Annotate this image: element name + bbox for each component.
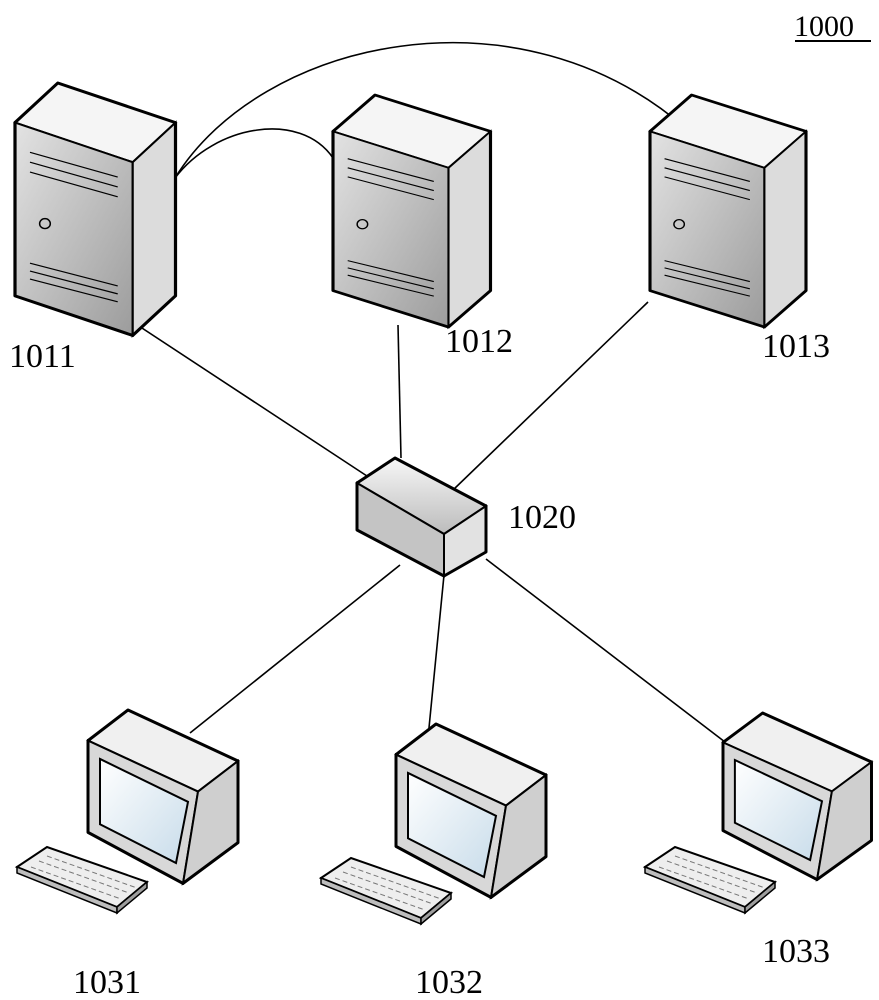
- link-1011-1013: [174, 41, 691, 179]
- terminal-1032: [320, 722, 548, 925]
- link-1013-1020: [452, 301, 649, 491]
- terminal-label-1031: 1031: [73, 964, 141, 1000]
- link-1012-1020: [397, 324, 402, 459]
- keyboard-1033: [644, 846, 776, 914]
- switch-1020: [355, 456, 488, 578]
- server-1013: [648, 93, 808, 329]
- monitor-1031: [86, 708, 240, 885]
- connections: [112, 41, 726, 743]
- server-label-1013: 1013: [762, 328, 830, 365]
- keyboard-1032: [320, 857, 452, 925]
- server-1012: [331, 93, 493, 329]
- monitor-1033: [721, 711, 873, 882]
- link-1020-1032: [427, 574, 445, 739]
- link-1011-1012: [174, 128, 334, 179]
- server-label-1011: 1011: [9, 338, 76, 375]
- terminal-label-1033: 1033: [762, 933, 830, 970]
- keyboard-1031: [16, 846, 148, 914]
- figure-label-group: 1000: [794, 10, 871, 43]
- monitor-1032: [394, 722, 548, 899]
- figure-label: 1000: [794, 10, 854, 43]
- link-1011-1020: [112, 308, 371, 479]
- terminal-label-1032: 1032: [415, 964, 483, 1000]
- switch-label-1020: 1020: [508, 499, 576, 536]
- link-1020-1031: [189, 564, 401, 734]
- server-1011: [13, 81, 178, 338]
- link-1020-1033: [485, 558, 726, 743]
- terminal-1033: [644, 711, 873, 914]
- terminal-1031: [16, 708, 240, 914]
- server-label-1012: 1012: [445, 323, 513, 360]
